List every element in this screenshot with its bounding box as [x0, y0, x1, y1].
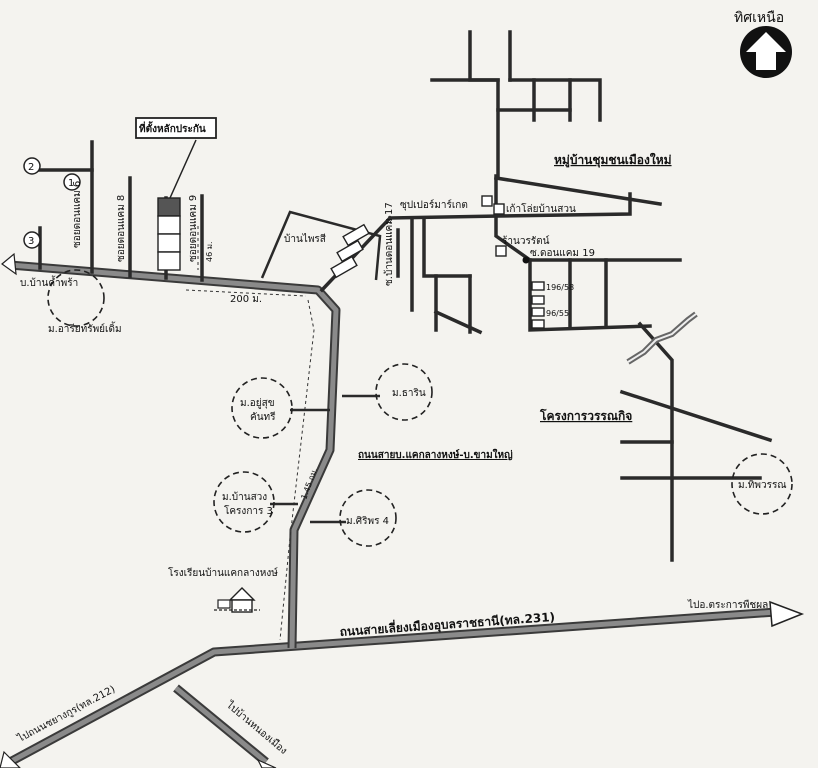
village-darin — [375, 363, 433, 421]
dist-200-label: 200 ม. — [230, 294, 262, 305]
village-baansuang — [213, 471, 275, 533]
site-label: ที่ตั้งหลักประกัน — [139, 121, 206, 135]
school-label: โรงเรียนบ้านแคกลางหงษ์ — [168, 566, 278, 579]
arrow-right-icon — [769, 600, 805, 628]
site-hatched-plot — [157, 197, 181, 217]
local-road — [1, 252, 341, 649]
shop-boxes — [481, 195, 545, 329]
distance-markers — [185, 226, 315, 641]
marker-3: 3 — [28, 236, 34, 247]
village-yusuk — [231, 377, 293, 439]
house-marker — [531, 307, 545, 317]
ban-phrai-label: บ้านไพรสี — [284, 233, 326, 245]
to-tadkrakarn-label: ไปอ.ตระการพืชผล — [687, 599, 768, 611]
north-label: ทิศเหนือ — [734, 10, 784, 26]
housing-village-label: หมู่บ้านชุมชนเมืองใหม่ — [554, 152, 672, 168]
soi-17-label: ซ.บ้านดอนแคม 17 — [383, 202, 395, 286]
supermarket-label: ซุปเปอร์มาร์เกต — [400, 199, 468, 211]
site-label-box — [135, 117, 217, 139]
supermarket-marker — [481, 195, 493, 207]
ban-phrai-block — [260, 210, 393, 293]
m-baansuang2-label: โครงการ 3 — [224, 504, 273, 517]
arrow-down-icon — [256, 758, 277, 768]
nine-lamp-label: เก้าโล่ยบ้านสวน — [506, 202, 576, 215]
marker-2: 2 — [28, 162, 34, 173]
arrow-left-icon — [0, 750, 21, 768]
dist-46-label: 46 ม. — [205, 241, 214, 262]
soi-8-label: ซอยดอนแคม 8 — [116, 195, 127, 262]
marker-1: 1 — [68, 178, 74, 189]
m-darin-label: ม.ธาริน — [392, 388, 426, 399]
junction-dot — [522, 256, 530, 264]
m-baansuang-label: ม.บ้านสวง — [222, 491, 267, 503]
shop-marker — [495, 245, 507, 257]
aree-village-label: ม.อารียทรัพย์เดิ้ม — [48, 321, 122, 335]
soi-9-label: ซอยดอนแคม 9 — [188, 195, 199, 262]
village-aree — [47, 269, 105, 327]
arrow-left-icon — [1, 252, 17, 276]
to-maemuang-label: ไปบ้านหนองเมือง — [223, 698, 289, 756]
northeast-roads — [388, 30, 773, 562]
numbered-markers: 2 1 3 — [23, 157, 81, 249]
school-icon — [214, 587, 260, 613]
collateral-site — [135, 117, 217, 271]
north-arrow-icon — [740, 26, 792, 78]
soi-6-label: ซอยดอนแคม 6 — [72, 181, 83, 248]
m-yusuk2-label: คันทรี — [250, 411, 276, 423]
project-label: โครงการวรรณกิจ — [539, 408, 632, 423]
m-yusuk-label: ม.อยู่สุข — [240, 398, 275, 409]
m-thitiwan-label: ม.ทิพวรรณ — [738, 480, 787, 491]
highway-231 — [0, 600, 805, 768]
nine-lamp-marker — [493, 203, 505, 215]
house-96-55-label: 96/55 — [546, 309, 569, 318]
m-siriporn-label: ม.ศิริพร 4 — [346, 516, 389, 527]
villages — [47, 269, 793, 547]
house-marker — [531, 281, 545, 291]
house-marker — [531, 295, 545, 305]
local-road-label: ถนนสายบ.แคกลางหงษ์-บ.ขามใหญ่ — [358, 448, 513, 461]
shop-wanrit-label: ร้านวรรัตน์ — [502, 235, 550, 247]
ban-kham-phra-label: บ.บ้านค้ำพร้า — [20, 275, 78, 289]
soi-19-label: ซ.ดอนแคม 19 — [530, 248, 595, 259]
village-siriporn — [339, 489, 397, 547]
house-marker — [531, 319, 545, 329]
village-thitiwan — [731, 453, 793, 515]
house-196-58-label: 196/58 — [546, 283, 574, 292]
